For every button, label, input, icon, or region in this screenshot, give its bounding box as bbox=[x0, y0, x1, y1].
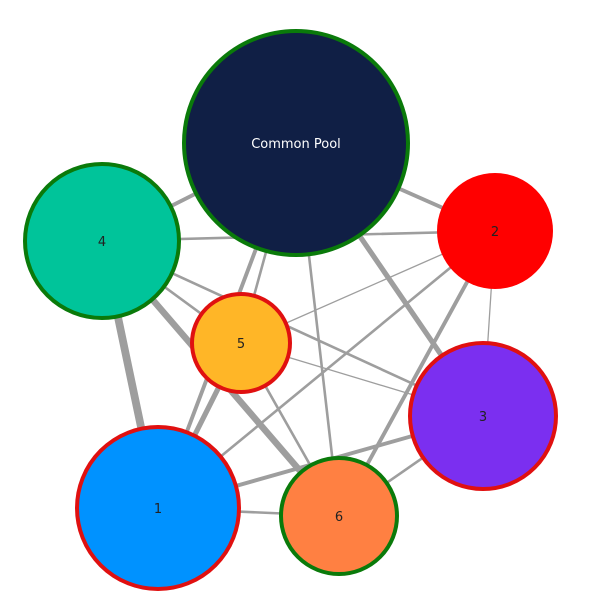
node-circle-pool[interactable] bbox=[182, 29, 410, 257]
node-label-n6: 6 bbox=[335, 510, 343, 525]
node-n6[interactable]: 6 bbox=[279, 456, 399, 576]
node-circle-n6[interactable] bbox=[279, 456, 399, 576]
node-pool[interactable]: Common Pool bbox=[182, 29, 410, 257]
nodes-layer: Common Pool 2 3 4 5 1 6 bbox=[23, 29, 558, 591]
node-label-n2: 2 bbox=[491, 225, 499, 240]
node-n4[interactable]: 4 bbox=[23, 162, 181, 320]
node-label-n5: 5 bbox=[237, 337, 245, 352]
node-label-pool: Common Pool bbox=[251, 137, 341, 152]
node-n1[interactable]: 1 bbox=[75, 425, 241, 591]
node-n5[interactable]: 5 bbox=[190, 292, 292, 394]
node-circle-n2[interactable] bbox=[437, 173, 553, 289]
node-circle-n1[interactable] bbox=[75, 425, 241, 591]
node-label-n4: 4 bbox=[98, 235, 106, 250]
node-circle-n4[interactable] bbox=[23, 162, 181, 320]
node-n3[interactable]: 3 bbox=[408, 341, 558, 491]
node-label-n3: 3 bbox=[479, 410, 487, 425]
node-circle-n3[interactable] bbox=[408, 341, 558, 491]
node-circle-n5[interactable] bbox=[190, 292, 292, 394]
node-n2[interactable]: 2 bbox=[437, 173, 553, 289]
node-label-n1: 1 bbox=[154, 502, 162, 517]
